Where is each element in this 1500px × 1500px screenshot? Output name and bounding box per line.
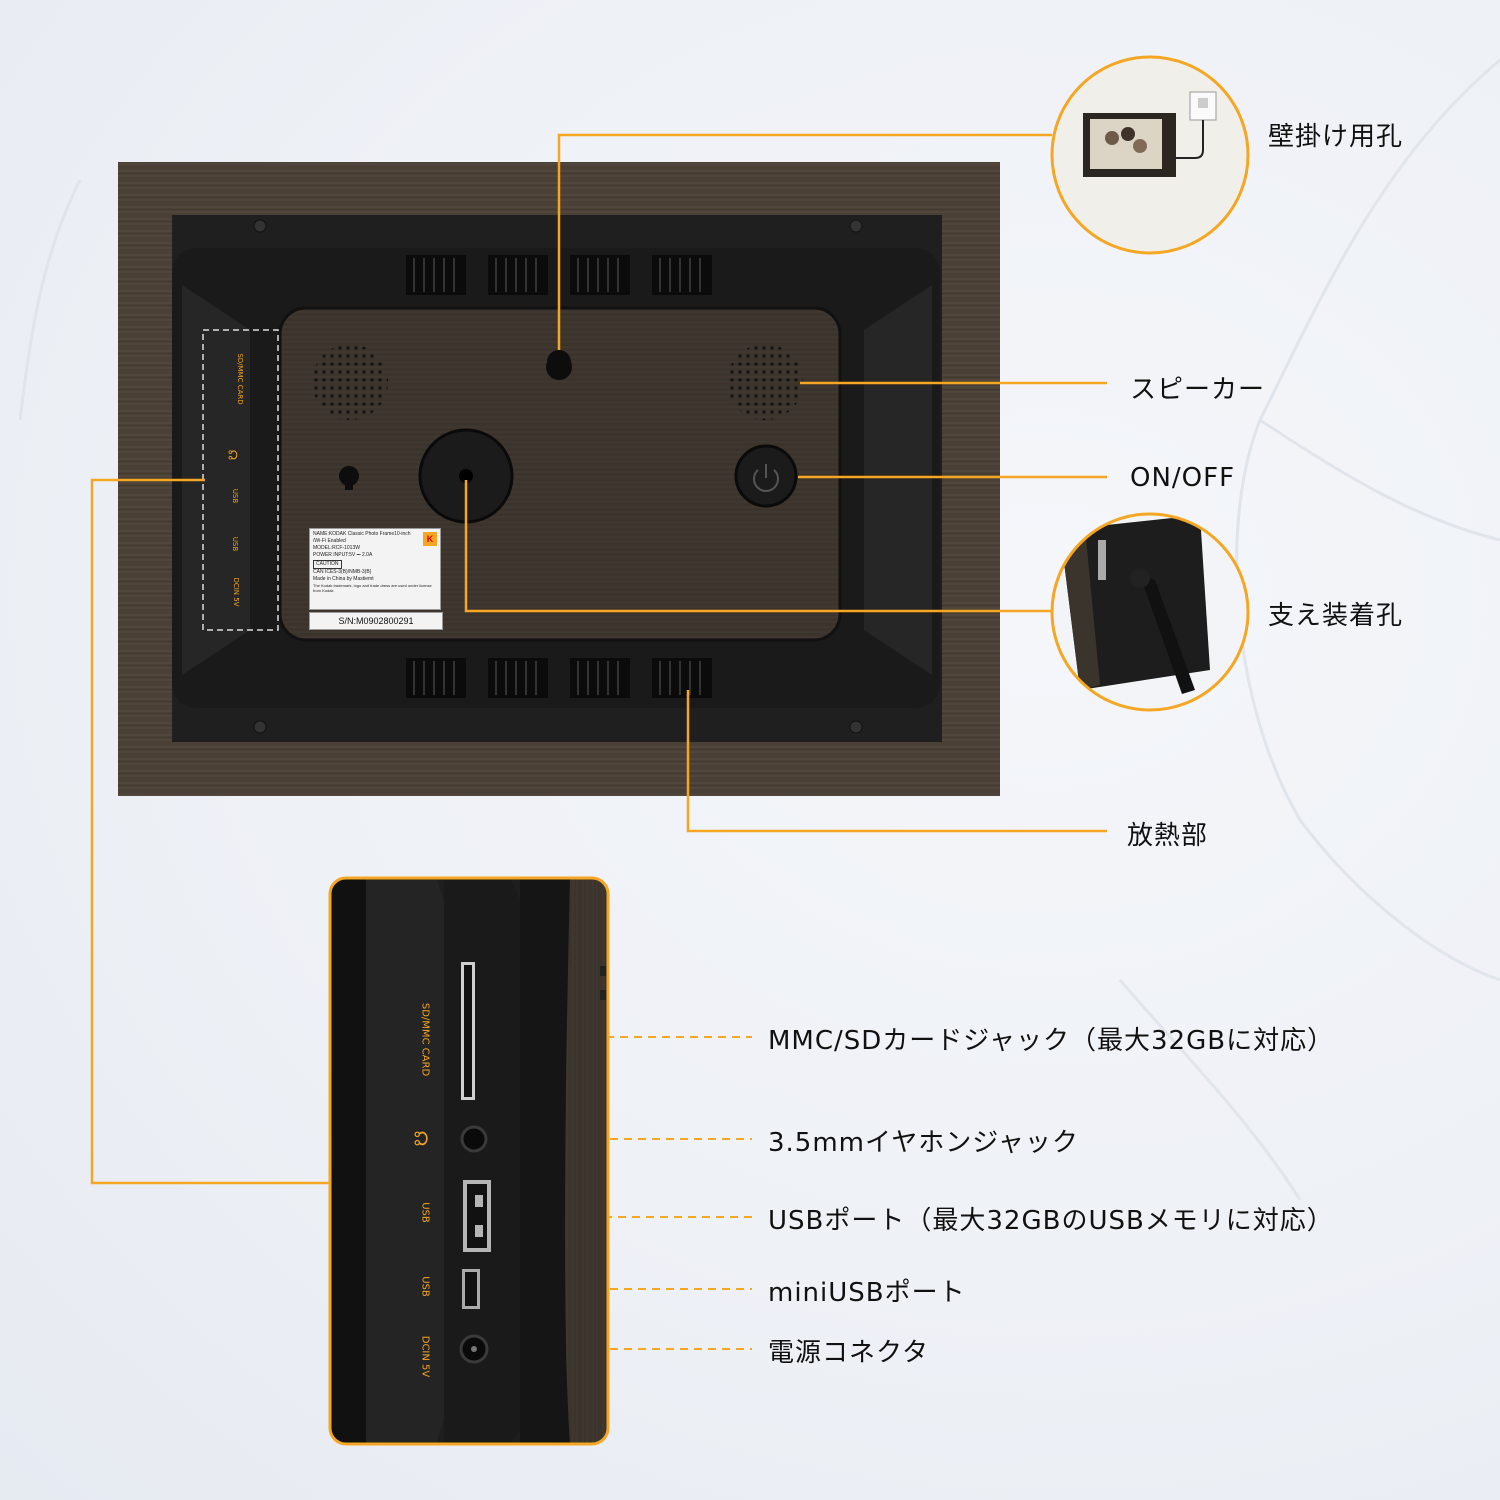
side-label-dc-small: DCIN 5V (232, 577, 240, 607)
serial-number: S/N:M0902800291 (309, 612, 443, 630)
background-branches (18, 58, 1500, 1201)
label-trademark: The Kodak trademark, logo and trade dres… (313, 583, 432, 593)
headphone-icon-small: ☊ (225, 449, 240, 461)
ports-zoom-panel (328, 876, 610, 1446)
side-label-usb1-small: USB (231, 488, 239, 504)
label-name: NAME:KODAK Classic Photo Frame10-inch (313, 531, 411, 537)
callout-speaker: スピーカー (1130, 375, 1266, 405)
kodak-logo: K (423, 532, 437, 546)
callout-power: ON/OFF (1130, 463, 1236, 493)
wall-mount-photo (1050, 55, 1250, 255)
side-label-sd-small: SD/MMC CARD (236, 353, 244, 405)
vents-top (406, 255, 712, 295)
callout-wall-hook: 壁掛け用孔 (1268, 122, 1404, 152)
label-wifi: /Wi-Fi Enabled (313, 538, 346, 544)
callout-vent: 放熱部 (1127, 821, 1209, 851)
speaker-left-grill (312, 344, 388, 420)
label-compliance: CAN ICES-3(B)/NMB-3(B) (313, 569, 372, 575)
callout-mini-usb: miniUSBポート (768, 1278, 966, 1308)
callout-stand: 支え装着孔 (1268, 601, 1404, 631)
label-caution: CAUTION (313, 560, 342, 569)
stand-photo (1050, 512, 1250, 712)
device-label-sticker: NAME:KODAK Classic Photo Frame10-inch /W… (309, 528, 441, 610)
zoom-label-usb2: USB (419, 1276, 431, 1297)
zoom-label-sd: SD/MMC CARD (419, 1002, 431, 1077)
label-made-in: Made in China by Mastiemt (313, 576, 374, 582)
callout-lines (90, 133, 1107, 1185)
zoom-label-usb1: USB (419, 1202, 431, 1223)
label-model: MODEL:RCF-1013W (313, 545, 360, 551)
zoom-label-dc: DCIN 5V (419, 1335, 431, 1378)
side-label-usb2-small: USB (231, 536, 239, 552)
callout-earphone: 3.5mmイヤホンジャック (768, 1128, 1079, 1158)
speaker-right-grill (727, 344, 803, 420)
callout-sd-slot: MMC/SDカードジャック（最大32GBに対応） (768, 1026, 1335, 1056)
vents-bottom (406, 658, 712, 698)
label-power: POWER INPUT:5V ⎓ 2.0A (313, 552, 373, 558)
callout-dc: 電源コネクタ (768, 1338, 929, 1368)
zoom-headphone-icon: ☊ (409, 1130, 431, 1147)
callout-usb: USBポート（最大32GBのUSBメモリに対応） (768, 1206, 1334, 1236)
